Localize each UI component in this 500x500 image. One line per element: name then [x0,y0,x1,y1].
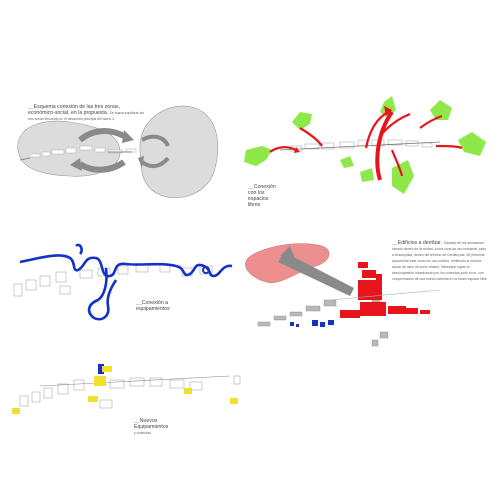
caption-zones-line1: Esquema conexión de las tres zonas, [33,104,121,110]
green-areas [244,96,486,194]
caption-demolition-title: Edificios a derribar. [397,240,442,246]
caption-equipment-title: Conexión a equipamientos [136,300,170,312]
zone-right [139,105,219,198]
caption-zones: __Esquema conexión de las tres zonas, ec… [28,104,144,121]
new-housing-blue [98,364,104,374]
caption-open-spaces: __Conexión con los espacios libres [248,184,276,208]
arrow-right-top [140,134,170,147]
caption-new-equipment-suffix: y viviendas [134,431,151,435]
transfer-arrow [278,252,354,296]
arrow-right-bottom [140,156,170,169]
caption-equipment: __Conexión a equipamientos [136,300,170,312]
urban-fabric-5 [19,375,241,409]
blue-buildings [290,320,334,327]
caption-new-equipment: __Nuevos Equipamientos y viviendas [134,418,169,435]
urban-fabric [29,145,137,158]
equipment-loop-south [87,267,118,321]
red-buildings [340,262,430,318]
big-red-arc [375,110,394,181]
caption-demolition-note: Traslado de los almacenes situado dentro… [392,241,488,281]
caption-zones-note: Se busca equilibrar las tres zonas tensa… [28,111,144,121]
new-equipment-yellow [12,366,238,414]
arrow-bottom [78,159,126,173]
arrow-top [78,128,126,143]
caption-zones-line2: económico-social, en la propuesta. [28,110,109,116]
caption-new-equipment-title: Nuevos Equipamientos [134,418,169,430]
caption-open-spaces-title: Conexión con los espacios libres [248,184,276,208]
caption-demolition: __Edificios a derribar. Traslado de los … [392,240,488,281]
